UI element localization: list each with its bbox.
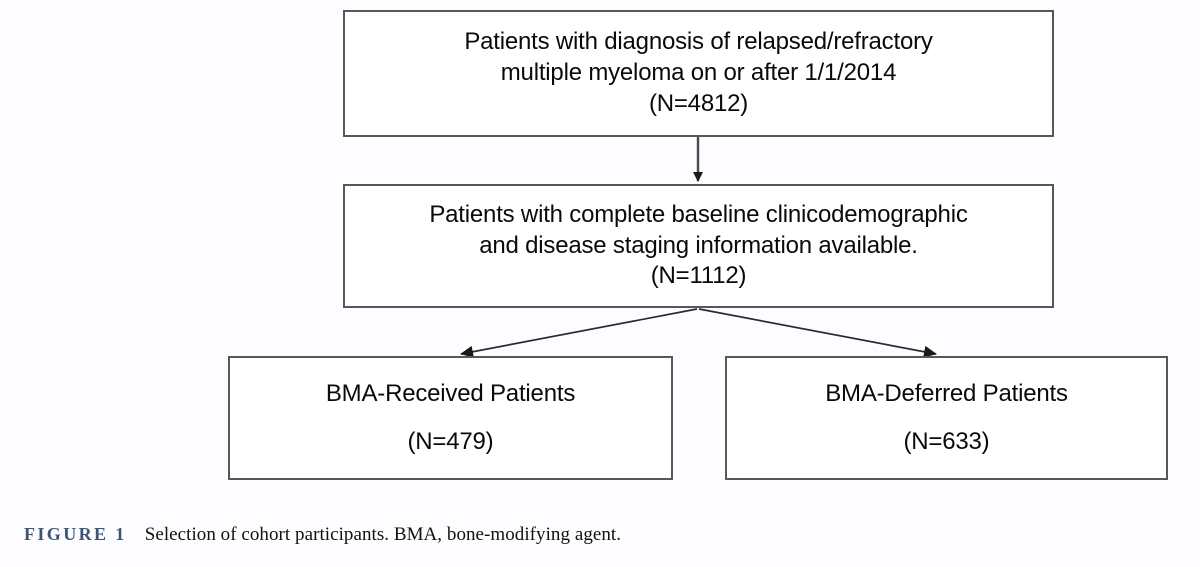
- node-cohort-initial-line2: multiple myeloma on or after 1/1/2014: [500, 59, 897, 87]
- node-bma-deferred-label: BMA-Deferred Patients: [825, 380, 1068, 407]
- figure-caption: FIGURE 1 Selection of cohort participants…: [24, 524, 1174, 546]
- flowchart-diagram: Patients with diagnosis of relapsed/refr…: [228, 10, 1168, 480]
- node-cohort-initial-count: (N=4812): [648, 89, 749, 117]
- figure-caption-text: Selection of cohort participants. BMA, b…: [144, 524, 622, 545]
- node-cohort-complete-line2: and disease staging information availabl…: [479, 231, 918, 259]
- edge-complete-to-deferred: [698, 308, 937, 358]
- node-bma-received-label: BMA-Received Patients: [325, 380, 576, 407]
- node-bma-deferred-count: (N=633): [903, 428, 990, 455]
- figure-label: FIGURE 1: [24, 524, 127, 544]
- node-cohort-initial: Patients with diagnosis of relapsed/refr…: [343, 10, 1054, 137]
- node-bma-received: BMA-Received Patients (N=479): [228, 356, 673, 480]
- node-bma-deferred: BMA-Deferred Patients (N=633): [725, 356, 1168, 480]
- node-cohort-initial-line1: Patients with diagnosis of relapsed/refr…: [464, 28, 933, 56]
- node-cohort-complete-line1: Patients with complete baseline clinicod…: [429, 200, 968, 228]
- edge-complete-to-received: [460, 308, 698, 358]
- node-bma-received-count: (N=479): [407, 428, 494, 455]
- node-cohort-complete-count: (N=1112): [650, 262, 747, 290]
- node-cohort-complete: Patients with complete baseline clinicod…: [343, 184, 1054, 308]
